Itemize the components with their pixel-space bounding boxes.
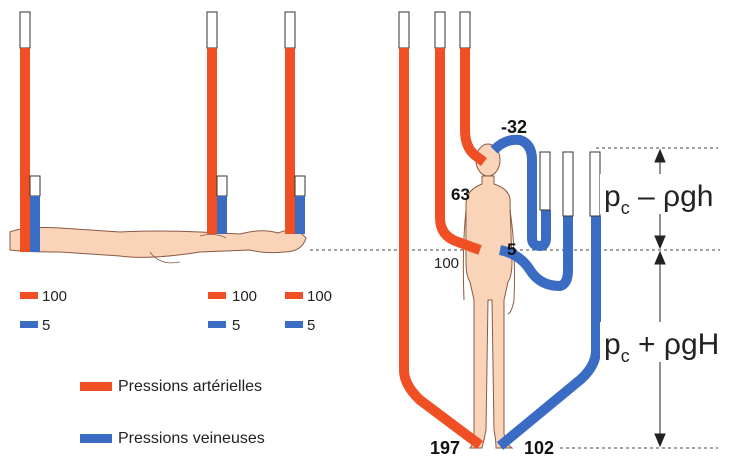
formula-head: pc – ρgh [604, 180, 713, 218]
lying-values-hand: 100 5 [208, 288, 257, 334]
legend-arterial-label: Pressions artérielles [118, 378, 262, 395]
lying-hand-arterial-value: 100 [232, 288, 257, 305]
value-foot-arterial: 197 [430, 438, 460, 458]
lying-manometer-head [285, 12, 305, 234]
lying-values-feet: 100 5 [20, 288, 67, 334]
lying-manometer-feet [20, 12, 40, 252]
value-heart-arterial: 100 [434, 255, 459, 272]
value-heart-venous: 5 [507, 240, 516, 259]
standing-arterial-tube-head [460, 12, 484, 162]
legend-venous-swatch [80, 434, 112, 443]
lying-hand-venous-value: 5 [232, 317, 240, 334]
lying-head-venous-value: 5 [307, 317, 315, 334]
lying-values-head: 100 5 [285, 288, 332, 334]
lying-person-figure [10, 228, 306, 263]
lying-head-arterial-value: 100 [307, 288, 332, 305]
legend-arterial-swatch [80, 382, 112, 391]
lying-manometer-hand [207, 12, 227, 234]
value-foot-venous: 102 [524, 438, 554, 458]
legend: Pressions artérielles Pressions veineuse… [80, 378, 265, 447]
value-head-venous: -32 [501, 117, 527, 137]
value-head-arterial: 63 [451, 185, 470, 204]
legend-venous-label: Pressions veineuses [118, 430, 265, 447]
lying-feet-venous-value: 5 [42, 317, 50, 334]
lying-feet-arterial-value: 100 [42, 288, 67, 305]
standing-person-figure [463, 144, 514, 448]
